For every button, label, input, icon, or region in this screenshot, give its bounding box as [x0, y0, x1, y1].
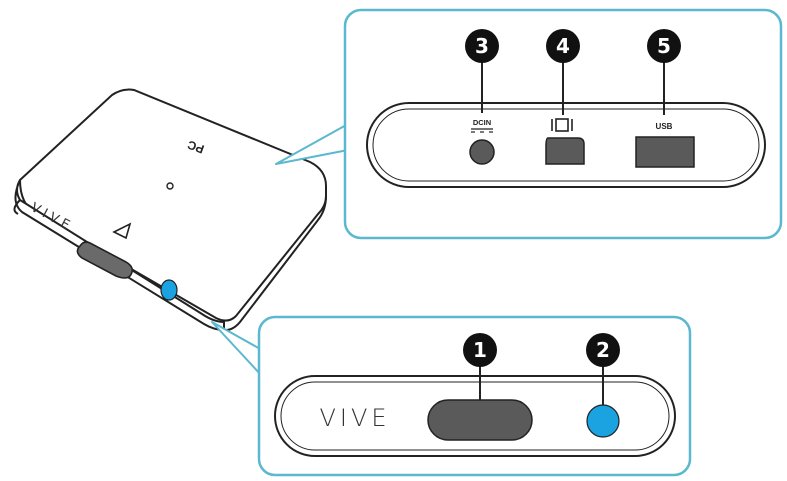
display-port-socket: [545, 137, 585, 165]
link-box-device: PC VIVE: [13, 88, 327, 332]
badge-2: [586, 333, 620, 367]
badge-2-number: 2: [596, 338, 610, 362]
device-front-face: [14, 179, 225, 332]
power-light: [586, 404, 620, 438]
device-headset-port: [76, 241, 134, 279]
power-light-item: 2: [586, 333, 620, 438]
badge-1-number: 1: [473, 338, 487, 362]
device-top-hole: [166, 182, 174, 190]
back-panel-callout: 3 DCIN 4 5 USB: [275, 8, 783, 240]
port-dc-in: 3 DCIN: [465, 29, 499, 165]
badge-3: [465, 29, 499, 63]
display-port-icon: [551, 118, 573, 132]
device-power-light: [160, 279, 178, 301]
badge-5-number: 5: [657, 34, 671, 58]
front-vive-logo: VIVE: [319, 404, 390, 432]
badge-5: [647, 29, 681, 63]
headset-port-item: 1: [427, 333, 533, 441]
dc-in-label: DCIN: [473, 118, 491, 127]
usb-socket: [635, 136, 695, 168]
headset-port: [427, 399, 533, 441]
badge-4: [546, 29, 580, 63]
port-display: 4: [545, 29, 585, 165]
device-pc-label: PC: [185, 137, 206, 156]
badge-1: [463, 333, 497, 367]
port-usb: 5 USB: [635, 29, 695, 168]
front-panel-callout: VIVE 1 2: [211, 315, 692, 477]
headset-triangle-icon: [112, 222, 132, 240]
usb-label: USB: [656, 122, 673, 131]
badge-3-number: 3: [475, 34, 489, 58]
badge-4-number: 4: [556, 34, 570, 58]
dc-in-jack: [469, 139, 495, 165]
